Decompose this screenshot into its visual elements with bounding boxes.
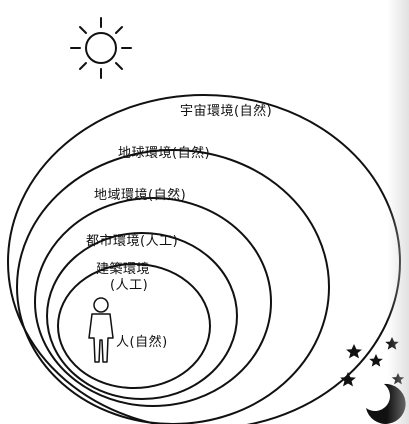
star-icon [340,372,356,387]
region-environment-label: 地域環境(自然) [94,188,187,203]
urban-environment-ellipse [46,232,238,400]
human-figure-icon [88,297,114,363]
building-environment-label: 建築環境 [96,262,151,277]
urban-environment-label: 都市環境(人工) [86,234,179,249]
human-label: 人(自然) [116,335,168,350]
region-environment-ellipse [34,197,272,407]
earth-environment-ellipse [16,149,330,424]
space-environment-label: 宇宙環境(自然) [180,104,273,119]
page-edge-shadow [387,0,409,424]
sun-icon [70,17,132,79]
building-environment-ellipse [57,263,211,389]
space-environment-ellipse [7,94,401,424]
building-environment-sublabel: (人工) [110,278,149,293]
star-icon [369,354,383,367]
star-icon [346,344,362,359]
earth-environment-label: 地球環境(自然) [118,146,211,161]
